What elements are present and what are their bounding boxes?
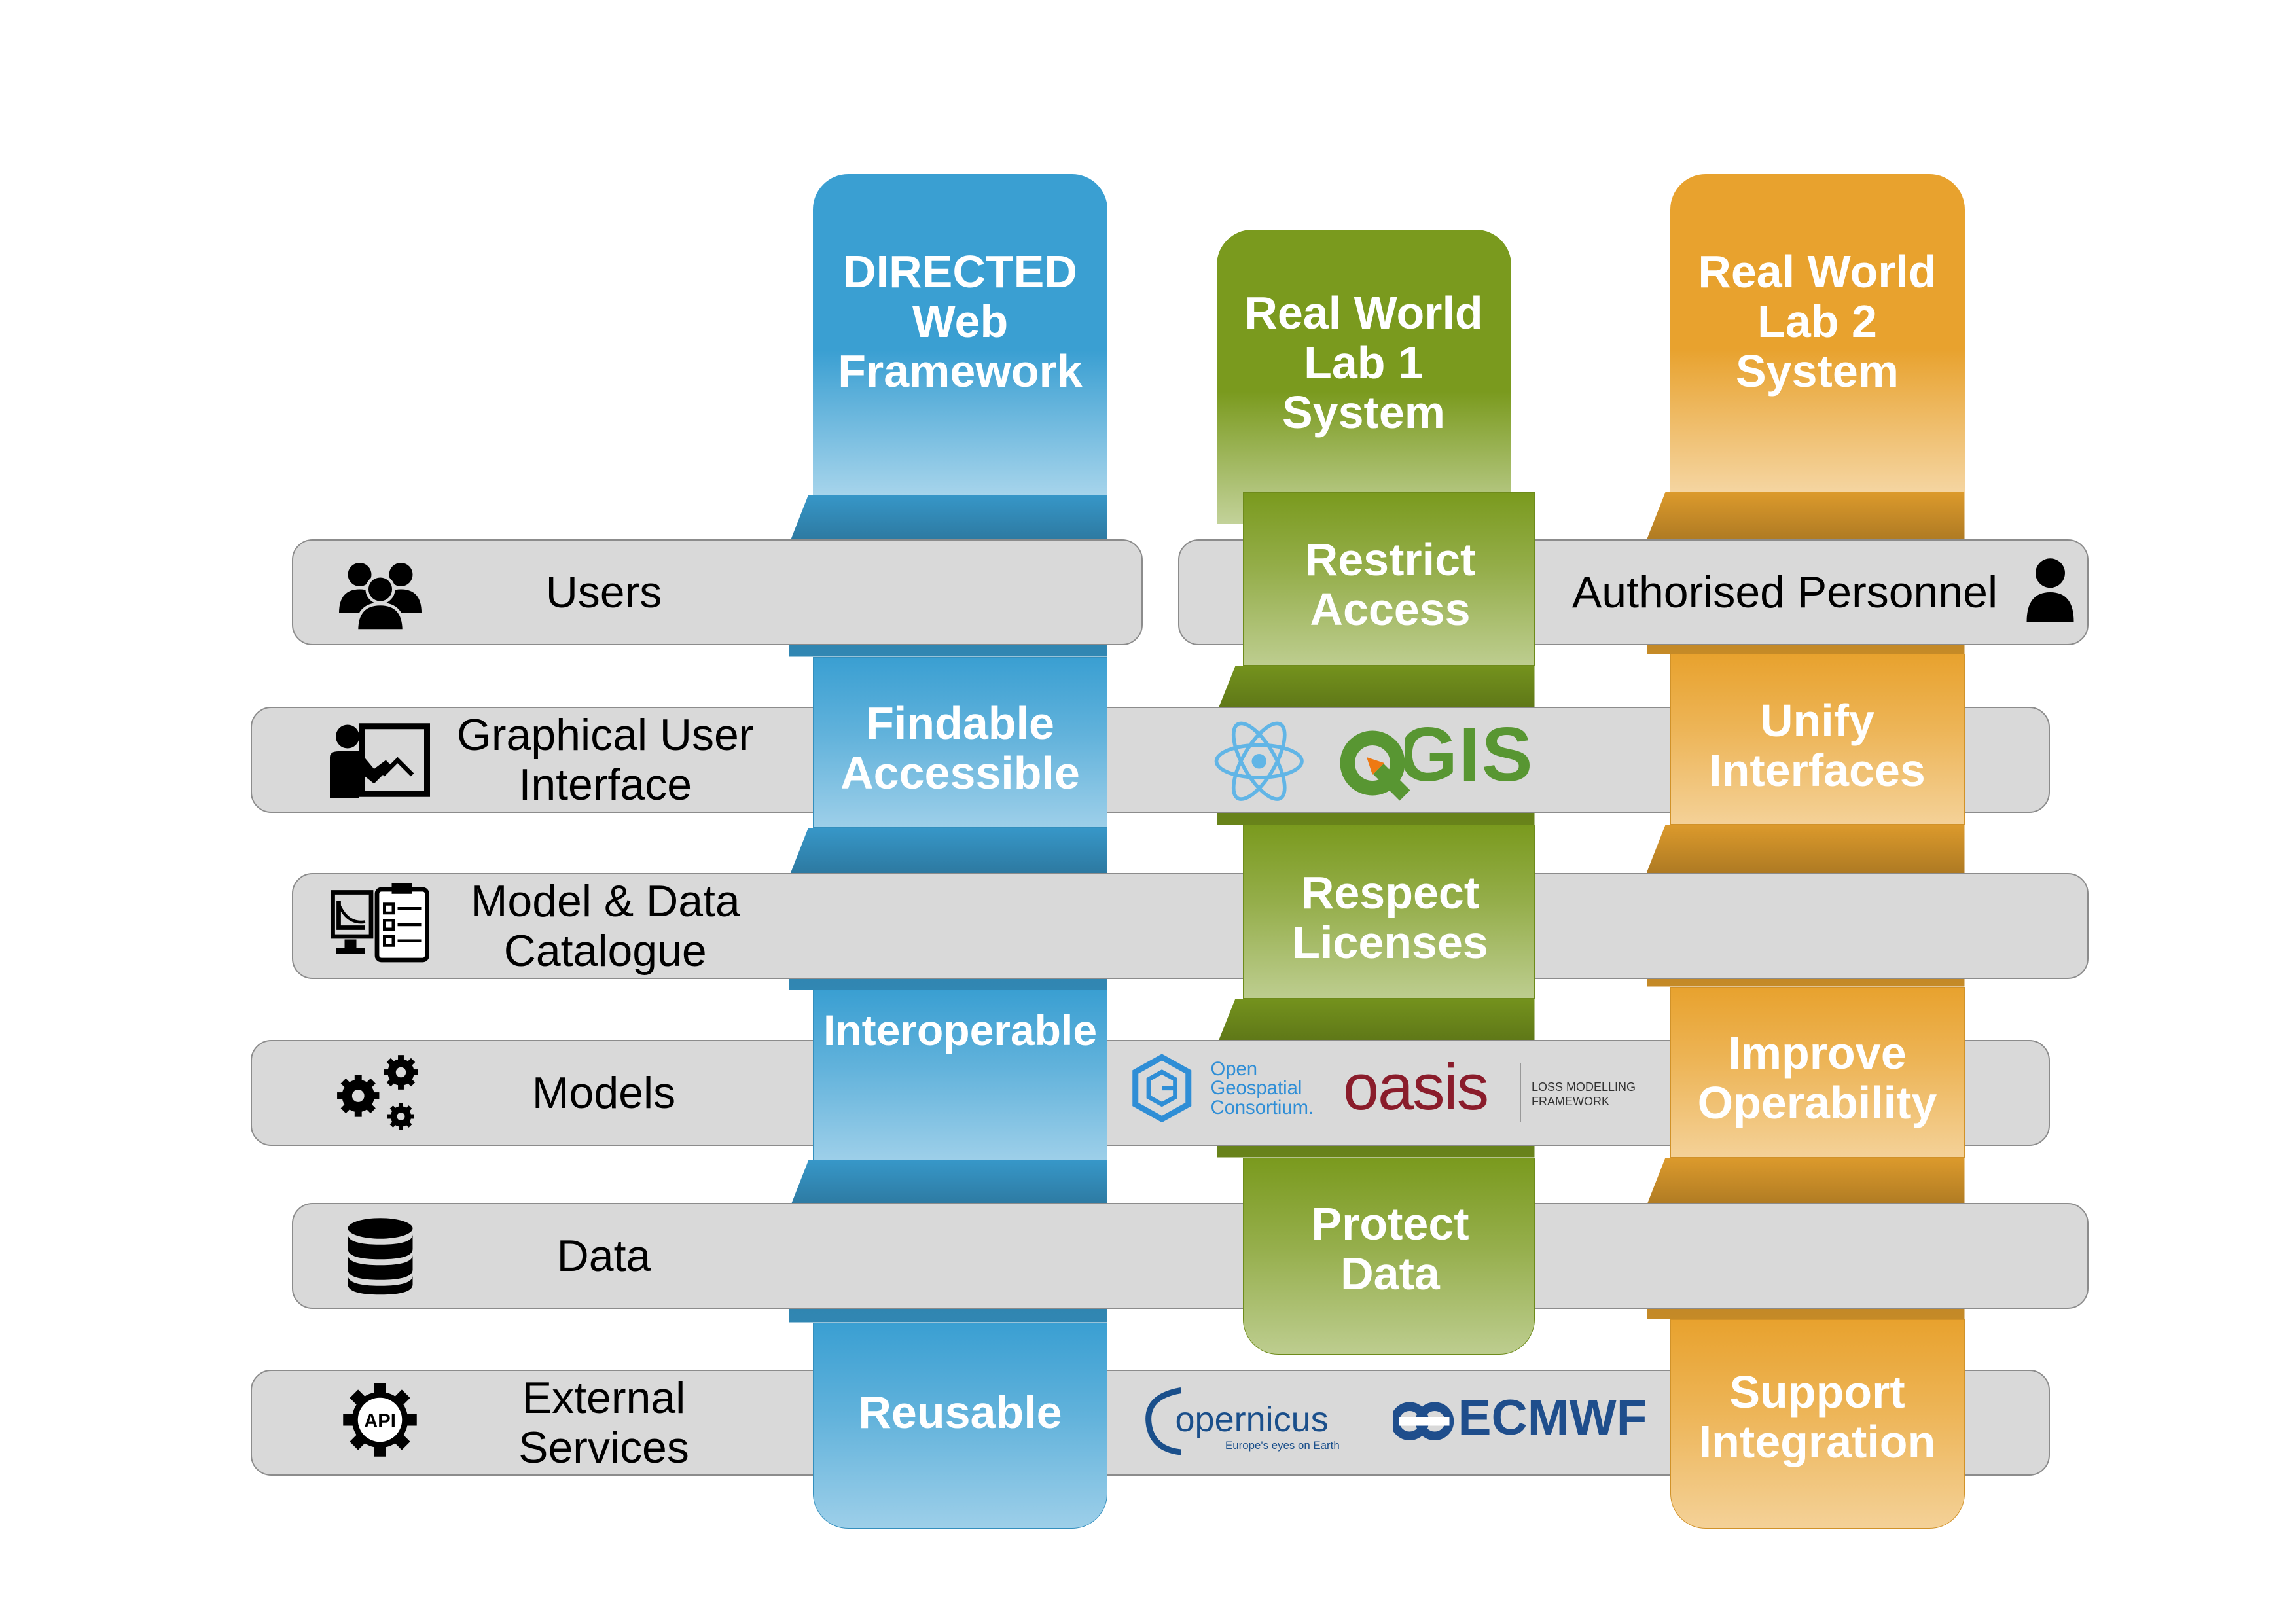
lab2-segment-label-3-line: Integration: [1698, 1416, 1936, 1467]
lab2-column-title-line: Real World: [1698, 245, 1937, 297]
copernicus-logo-text: opernicus: [1175, 1400, 1329, 1439]
ogc-logo-text: Consortium.: [1210, 1097, 1314, 1118]
lab1-segment-label-2-line: Licenses: [1292, 916, 1488, 968]
lab2-segment-label-2-line: Operability: [1697, 1077, 1937, 1128]
oasis-sub-2: FRAMEWORK: [1532, 1095, 1609, 1108]
copernicus-tagline: Europe's eyes on Earth: [1225, 1438, 1340, 1452]
svg-text:API: API: [364, 1410, 396, 1431]
oasis-logo-text: oasis: [1343, 1050, 1489, 1123]
oasis-sub-1: LOSS MODELLING: [1532, 1080, 1636, 1094]
authorised-label-line: Authorised Personnel: [1571, 567, 1998, 617]
row-data: [291, 1203, 2089, 1310]
row-catalogue: [291, 873, 2089, 980]
lab1-segment-label-2-line: Respect: [1300, 866, 1480, 918]
users-label: Users: [457, 539, 751, 645]
catalogue-icon: [330, 883, 430, 963]
directed-segment-label-3-line: Reusable: [858, 1386, 1062, 1438]
oasis-logo-divider: [1520, 1063, 1522, 1122]
directed-column-title-line: DIRECTED: [843, 245, 1077, 297]
gui-label-line: Interface: [518, 760, 692, 810]
models-label: Models: [457, 1040, 751, 1146]
lab2-segment-label-1-line: Interfaces: [1709, 744, 1926, 796]
lab1-segment-2: [1243, 825, 1535, 999]
data-label: Data: [457, 1203, 751, 1309]
gears-icon: [333, 1052, 427, 1134]
lab2-column-head: [1670, 173, 1965, 492]
api-gear-icon: API: [342, 1382, 418, 1458]
database-icon: [345, 1217, 416, 1296]
directed-segment-1: [813, 656, 1107, 828]
lab2-segment-label-2-line: Improve: [1728, 1027, 1907, 1079]
gui-label-line: Graphical User: [457, 710, 754, 760]
directed-column-title-line: Web: [912, 295, 1009, 347]
directed-segment-3: [813, 1322, 1107, 1529]
models-label-line: Models: [531, 1067, 676, 1118]
directed-segment-label-2-line: Interoperable: [823, 1006, 1098, 1054]
catalogue-label-line: Model & Data: [470, 876, 740, 927]
directed-segment-label-1-line: Accessible: [840, 747, 1080, 798]
catalogue-label-line: Catalogue: [503, 926, 707, 976]
lab1-segment-3: [1243, 1157, 1535, 1355]
authorised-label: Authorised Personnel: [1549, 539, 2020, 645]
ecmwf-logo-mark: [1390, 1399, 1456, 1444]
ecmwf-logo-text: ECMWF: [1458, 1389, 1647, 1446]
person-icon: [2024, 557, 2077, 622]
directed-segment-label-3: Reusable: [813, 1323, 1107, 1503]
lab2-column-title-line: System: [1735, 345, 1899, 397]
directed-column-head: [813, 173, 1107, 495]
users-icon: [338, 557, 422, 632]
lab2-segment-1: [1670, 654, 1965, 825]
lab1-segment-label-1-line: Access: [1310, 584, 1471, 635]
presenter-screen-icon: [330, 722, 430, 798]
ogc-logo-text: Geospatial: [1210, 1078, 1302, 1099]
lab1-segment-label-3-line: Protect: [1311, 1198, 1469, 1249]
lab2-segment-label-3-line: Support: [1729, 1366, 1905, 1418]
ogc-logo-mark: [1131, 1054, 1193, 1123]
users-label-line: Users: [545, 567, 662, 617]
ogc-logo-text: Open: [1210, 1059, 1258, 1080]
directed-segment-label-1-line: Findable: [866, 698, 1054, 749]
lab1-column-title-line: System: [1282, 386, 1446, 438]
qgis-logo-text: QGIS: [1337, 711, 1534, 797]
external-label-line: Services: [518, 1422, 689, 1472]
react-atom-icon: [1213, 719, 1305, 804]
lab1-segment-label-3-line: Data: [1340, 1248, 1440, 1299]
external-label-line: External: [522, 1372, 686, 1423]
row-users: [291, 539, 1143, 645]
lab2-segment-2: [1670, 986, 1965, 1158]
copernicus-swoosh: [1143, 1382, 1187, 1458]
qgis-logo-mark: [1337, 728, 1411, 802]
directed-segment-2: [813, 990, 1107, 1160]
lab1-column-title-line: Lab 1: [1304, 336, 1424, 388]
lab2-segment-3: [1670, 1319, 1965, 1529]
data-label-line: Data: [556, 1231, 651, 1281]
lab1-segment-label-1-line: Restrict: [1304, 534, 1476, 586]
directed-segment-label-2: Interoperable: [813, 990, 1107, 1176]
lab2-segment-label-1-line: Unify: [1759, 694, 1874, 746]
lab1-column-title-line: Real World: [1244, 287, 1483, 338]
lab1-column-head: [1216, 230, 1511, 524]
directed-column-title-line: Framework: [838, 345, 1083, 397]
lab2-column-title-line: Lab 2: [1757, 295, 1877, 347]
lab1-segment-1: [1243, 491, 1535, 666]
